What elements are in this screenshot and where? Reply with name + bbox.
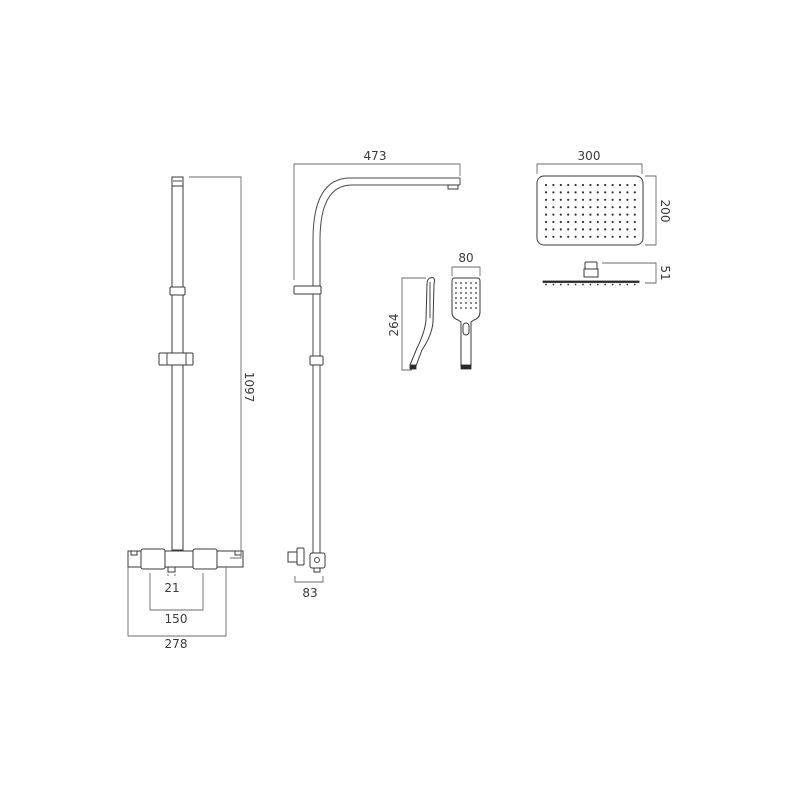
riser-upper-bracket xyxy=(169,286,186,296)
head-depth-label: 200 xyxy=(658,200,672,223)
overhead-connector xyxy=(583,268,599,278)
arm-projection-dimension-line xyxy=(293,163,461,280)
handset-length-dimension-line xyxy=(401,277,426,371)
overhead-head-side xyxy=(542,280,640,283)
handset-width-label: 80 xyxy=(458,251,473,265)
wall-depth-dimension-line xyxy=(294,576,324,583)
side-upper-bracket xyxy=(293,285,322,295)
overhead-connector-top xyxy=(584,261,598,270)
height-dimension-label: 1097 xyxy=(242,372,256,403)
valve-width-dimension-line xyxy=(127,567,227,637)
handset-length-label: 264 xyxy=(387,314,401,337)
front-riser-view: 1097 21 150 278 xyxy=(127,176,256,651)
handset-width-dimension-line xyxy=(451,266,481,276)
head-width-label: 300 xyxy=(578,149,601,163)
outlet-offset-label: 21 xyxy=(164,581,179,595)
handset-side-profile xyxy=(409,277,435,367)
head-height-label: 51 xyxy=(658,265,672,280)
head-height-dimension-line xyxy=(602,262,657,284)
centres-dimension-label: 150 xyxy=(165,612,188,626)
riser-rail xyxy=(171,185,184,551)
handset-slider xyxy=(158,352,194,366)
overhead-nozzles xyxy=(544,183,636,238)
handset-front xyxy=(451,277,481,367)
wall-depth-label: 83 xyxy=(302,586,317,600)
overhead-shower-views: 300 200 51 xyxy=(536,149,672,286)
side-riser-view: 473 83 xyxy=(287,149,461,600)
handset-views: 264 80 xyxy=(387,251,481,371)
overhead-side-nozzles xyxy=(545,283,636,286)
shower-arm-outer xyxy=(312,177,460,555)
handset-mode-button xyxy=(462,322,470,336)
valve-right-handle xyxy=(192,548,218,570)
arm-projection-label: 473 xyxy=(364,149,387,163)
valve-side-body xyxy=(309,552,326,569)
valve-left-handle xyxy=(140,548,166,570)
wall-connector xyxy=(287,551,298,563)
overhead-head-top xyxy=(536,175,644,246)
arm-head-connector xyxy=(447,184,459,190)
shower-arm-inner xyxy=(319,184,460,555)
valve-width-dimension-label: 278 xyxy=(165,637,188,651)
valve-outlet xyxy=(167,566,176,573)
handset-nozzles xyxy=(455,282,477,309)
head-width-dimension-line xyxy=(536,163,643,174)
centres-dimension-line xyxy=(149,573,204,611)
height-dimension-line xyxy=(189,176,242,559)
side-slider xyxy=(309,355,324,366)
head-depth-dimension-line xyxy=(645,175,657,246)
